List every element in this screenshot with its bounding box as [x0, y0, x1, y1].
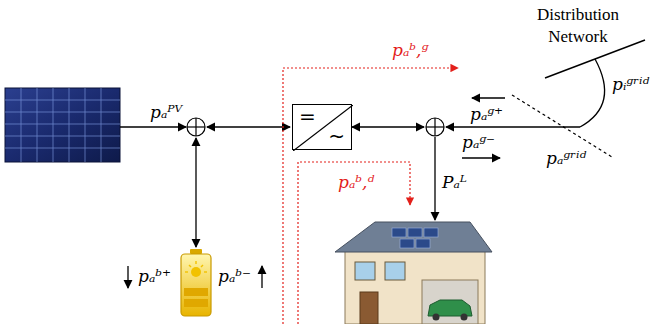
flow-label: Pₐᴸ	[442, 172, 467, 192]
flow-label: pₐᵍ⁺	[470, 104, 503, 124]
network-title: Distribution Network	[528, 4, 628, 48]
flow-label: pₐᵍ⁻	[462, 132, 495, 152]
flow-label: pₐᵍʳⁱᵈ	[546, 148, 586, 168]
ac-symbol: ~	[328, 125, 345, 147]
flow-label: pₐᵇ⁻	[218, 266, 251, 286]
dc-symbol: =	[299, 105, 316, 127]
converter-box: =~	[292, 104, 352, 150]
flow-label: pₐᴾⱽ	[150, 102, 182, 122]
converter-diagonal-line	[293, 105, 353, 151]
network-bus	[512, 40, 645, 157]
flow-label: pₐᵇ,ᵈ	[338, 172, 374, 192]
pv-panel	[5, 88, 120, 162]
flow-label: pᵢᵍʳⁱᵈ	[612, 74, 649, 94]
battery-icon	[181, 249, 211, 316]
flow-label: pₐᵇ,ᵍ	[392, 40, 428, 60]
house-illustration	[335, 222, 492, 324]
flow-label: pₐᵇ⁺	[138, 266, 171, 286]
